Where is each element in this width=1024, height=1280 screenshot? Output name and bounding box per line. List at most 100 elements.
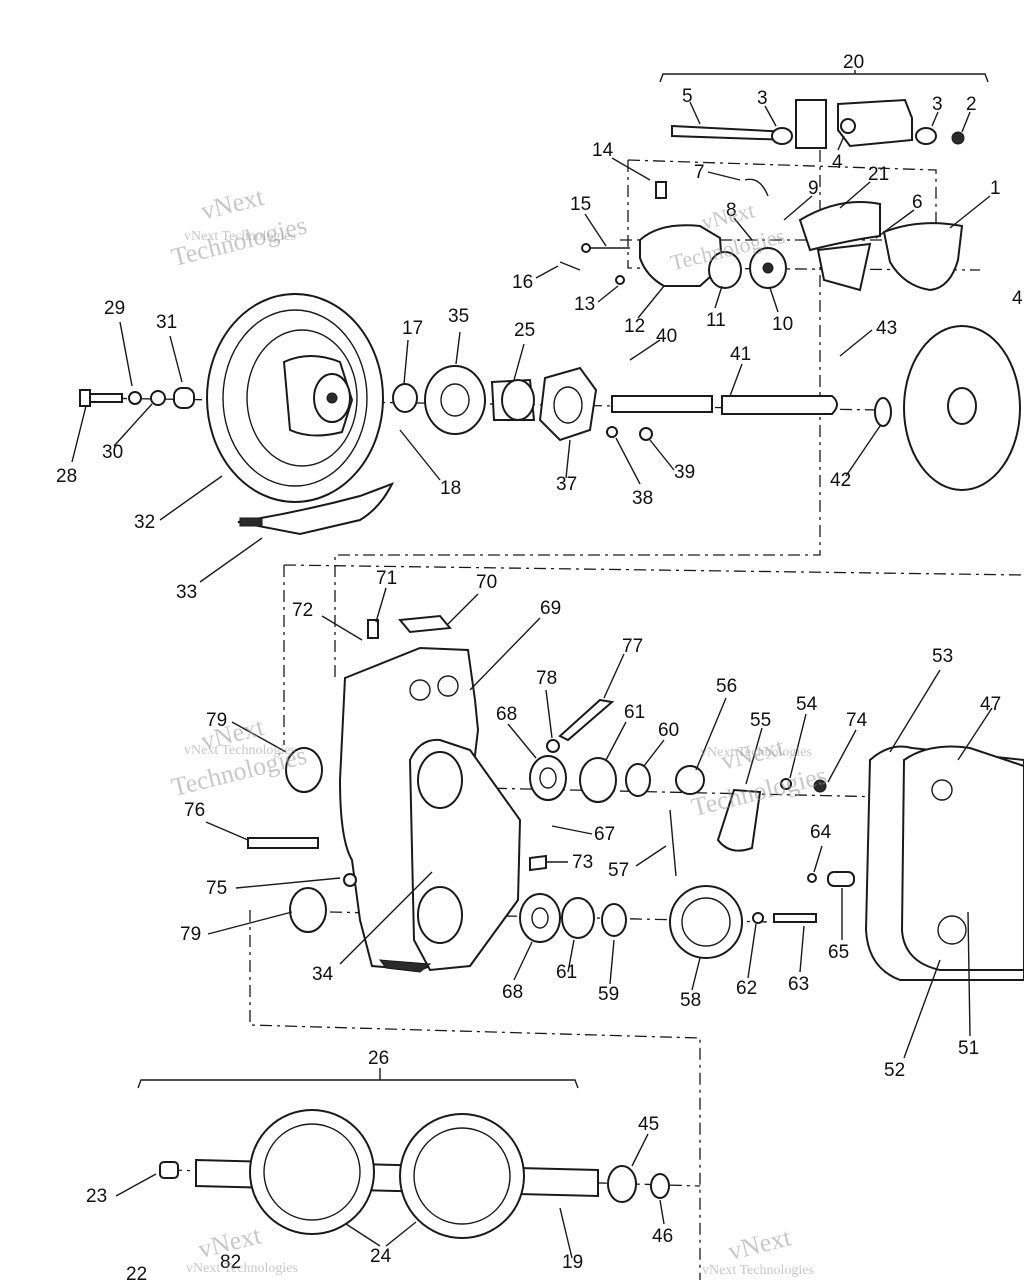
callout-45: 45 bbox=[638, 1114, 659, 1135]
callout-34: 34 bbox=[312, 964, 334, 985]
callout-72: 72 bbox=[292, 600, 313, 621]
chaincase-internals bbox=[247, 698, 762, 959]
callout-10: 10 bbox=[772, 314, 793, 335]
callout-53: 53 bbox=[932, 646, 953, 667]
callout-82: 82 bbox=[220, 1252, 241, 1273]
callout-73: 73 bbox=[572, 852, 593, 873]
callout-62: 62 bbox=[736, 978, 757, 999]
callout-31: 31 bbox=[156, 312, 177, 333]
callout-15: 15 bbox=[570, 194, 591, 215]
callout-32: 32 bbox=[134, 512, 155, 533]
callout-26: 26 bbox=[368, 1048, 389, 1069]
shaft-row bbox=[392, 325, 1021, 491]
svg-text:vNext: vNext bbox=[198, 182, 267, 226]
callout-77: 77 bbox=[622, 636, 643, 657]
callout-56: 56 bbox=[716, 676, 737, 697]
bracket-assembly bbox=[671, 98, 965, 149]
callout-54: 54 bbox=[796, 694, 818, 715]
callout-25: 25 bbox=[514, 320, 535, 341]
callout-14: 14 bbox=[592, 140, 614, 161]
callout-1: 1 bbox=[990, 178, 1001, 199]
carrier-plate-group bbox=[559, 178, 964, 292]
callout-4: 4 bbox=[832, 152, 843, 173]
callout-23: 23 bbox=[86, 1186, 107, 1207]
callout-55: 55 bbox=[750, 710, 771, 731]
callout-13: 13 bbox=[574, 294, 595, 315]
callout-3: 3 bbox=[757, 88, 768, 109]
callout-51: 51 bbox=[958, 1038, 979, 1059]
svg-text:Technologies: Technologies bbox=[688, 761, 829, 823]
callout-24: 24 bbox=[370, 1246, 392, 1267]
callout-labels: 20 5 3 3 2 4 14 7 9 21 1 6 15 8 16 13 12… bbox=[56, 52, 1023, 1280]
callout-16: 16 bbox=[512, 272, 533, 293]
callout-11: 11 bbox=[706, 310, 726, 331]
watermark-small: vNext Technologies bbox=[184, 229, 296, 244]
callout-38: 38 bbox=[632, 488, 653, 509]
callout-67: 67 bbox=[594, 824, 615, 845]
watermark-small: vNext Technologies bbox=[186, 1261, 298, 1276]
callout-79: 79 bbox=[206, 710, 227, 731]
callout-78: 78 bbox=[536, 668, 557, 689]
leader-lines bbox=[71, 70, 993, 1259]
callout-74: 74 bbox=[846, 710, 868, 731]
callout-41: 41 bbox=[730, 344, 751, 365]
callout-37: 37 bbox=[556, 474, 577, 495]
watermark-small: vNext Technologies bbox=[700, 745, 812, 760]
callout-7: 7 bbox=[694, 162, 705, 183]
callout-64: 64 bbox=[810, 822, 832, 843]
callout-39: 39 bbox=[674, 462, 695, 483]
svg-text:vNext: vNext bbox=[699, 197, 757, 234]
callout-12: 12 bbox=[624, 316, 645, 337]
callout-4b: 4 bbox=[1012, 288, 1023, 309]
callout-8: 8 bbox=[726, 200, 737, 221]
callout-33: 33 bbox=[176, 582, 197, 603]
chaincase-housing bbox=[338, 614, 522, 973]
callout-75: 75 bbox=[206, 878, 227, 899]
chaincase-cover bbox=[752, 745, 1024, 981]
callout-69: 69 bbox=[540, 598, 561, 619]
callout-68b: 68 bbox=[502, 982, 523, 1003]
callout-28: 28 bbox=[56, 466, 77, 487]
watermark-small: vNext Technologies bbox=[184, 743, 296, 758]
callout-68: 68 bbox=[496, 704, 517, 725]
callout-2: 2 bbox=[966, 94, 977, 115]
callout-43: 43 bbox=[876, 318, 897, 339]
callout-63: 63 bbox=[788, 974, 809, 995]
callout-47: 47 bbox=[980, 694, 1001, 715]
callout-19: 19 bbox=[562, 1252, 583, 1273]
callout-40: 40 bbox=[656, 326, 677, 347]
callout-57: 57 bbox=[608, 860, 629, 881]
callout-76: 76 bbox=[184, 800, 205, 821]
callout-59: 59 bbox=[598, 984, 619, 1005]
callout-61: 61 bbox=[624, 702, 645, 723]
pulley-group bbox=[79, 293, 395, 536]
callout-30: 30 bbox=[102, 442, 123, 463]
watermark: vNext bbox=[725, 1222, 794, 1266]
callout-18: 18 bbox=[440, 478, 461, 499]
callout-5: 5 bbox=[682, 86, 693, 107]
callout-6: 6 bbox=[912, 192, 923, 213]
callout-17: 17 bbox=[402, 318, 423, 339]
callout-3b: 3 bbox=[932, 94, 943, 115]
callout-21: 21 bbox=[868, 164, 889, 185]
track-drive-shaft bbox=[159, 1109, 670, 1239]
callout-65: 65 bbox=[828, 942, 849, 963]
callout-52: 52 bbox=[884, 1060, 905, 1081]
watermark-small: vNext Technologies bbox=[702, 1263, 814, 1278]
callout-9: 9 bbox=[808, 178, 819, 199]
callout-71: 71 bbox=[376, 568, 397, 589]
callout-46: 46 bbox=[652, 1226, 673, 1247]
callout-35: 35 bbox=[448, 306, 469, 327]
watermark: vNext Technologies bbox=[168, 182, 309, 272]
callout-20: 20 bbox=[843, 52, 864, 73]
callout-29: 29 bbox=[104, 298, 125, 319]
callout-70: 70 bbox=[476, 572, 497, 593]
callout-79b: 79 bbox=[180, 924, 201, 945]
callout-22: 22 bbox=[126, 1264, 147, 1280]
callout-61b: 61 bbox=[556, 962, 577, 983]
callout-58: 58 bbox=[680, 990, 701, 1011]
callout-60: 60 bbox=[658, 720, 679, 741]
svg-text:vNext: vNext bbox=[725, 1222, 794, 1266]
